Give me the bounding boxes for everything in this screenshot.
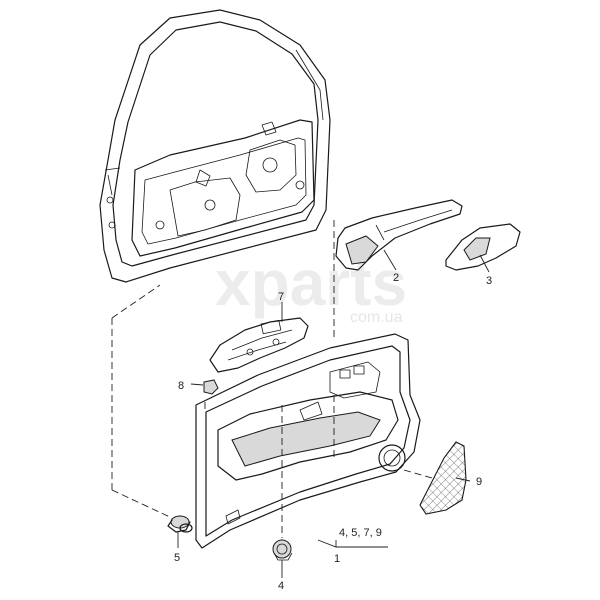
callout-2: 2 bbox=[393, 272, 399, 284]
watermark: xparts com.ua bbox=[215, 247, 407, 326]
callout-1: 1 bbox=[334, 553, 340, 565]
callout-8: 8 bbox=[178, 380, 184, 392]
switch-bracket-part-7 bbox=[209, 317, 309, 373]
clip-part-4 bbox=[272, 539, 293, 561]
callout-9: 9 bbox=[476, 476, 482, 488]
door-shell bbox=[99, 9, 331, 283]
watermark-domain: com.ua bbox=[350, 309, 403, 326]
armrest-handle-part-2 bbox=[335, 199, 463, 271]
speaker-grille-part-9 bbox=[419, 441, 467, 515]
assembly-dash-lines bbox=[111, 220, 433, 538]
plug-part-5 bbox=[167, 515, 193, 533]
watermark-brand: xparts bbox=[215, 247, 407, 319]
callout-3: 3 bbox=[486, 275, 492, 287]
callout-4: 4 bbox=[278, 580, 284, 592]
leader-lines bbox=[177, 249, 490, 578]
door-trim-panel-part-1 bbox=[195, 333, 421, 549]
clip-part-8 bbox=[203, 379, 219, 395]
callout-labels: 7 8 2 3 9 5 4 4, 5, 7, 9 1 bbox=[174, 272, 492, 592]
callout-7: 7 bbox=[278, 291, 284, 303]
pull-cover-part-3 bbox=[445, 223, 521, 271]
callout-5: 5 bbox=[174, 552, 180, 564]
callout-group-4-5-7-9: 4, 5, 7, 9 bbox=[339, 527, 382, 539]
